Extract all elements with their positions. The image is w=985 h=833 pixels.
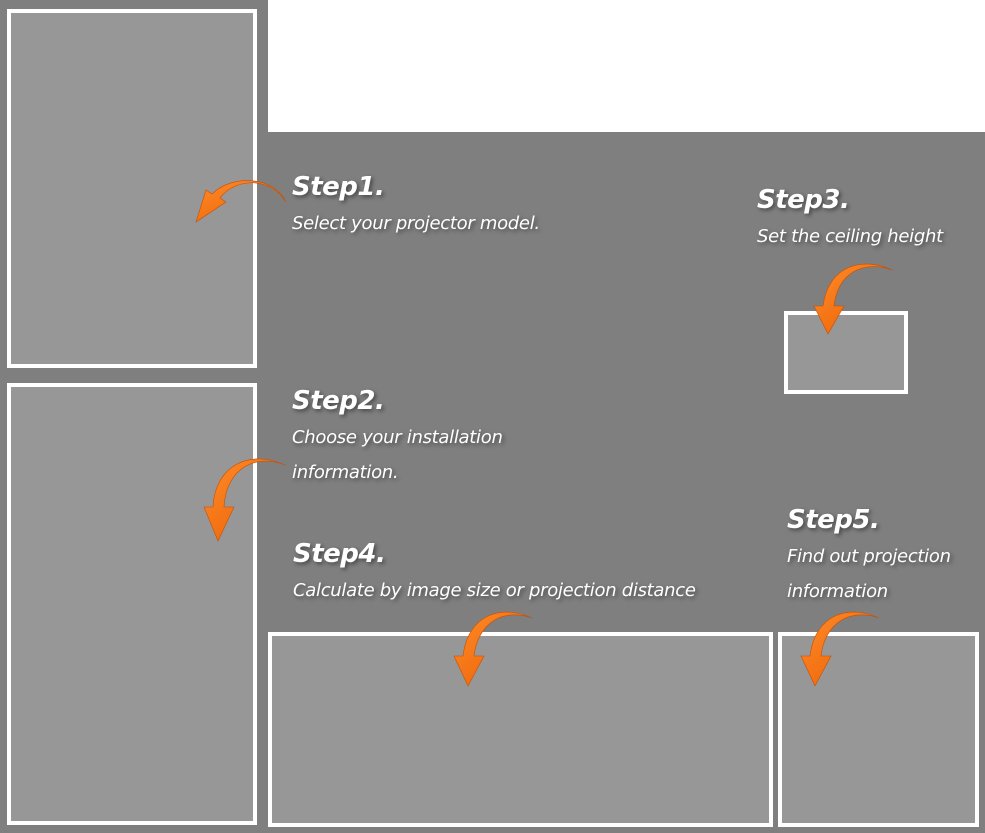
step-5-callout: Step5. Find out projection information — [787, 505, 951, 609]
step-5-description: Find out projection information — [787, 539, 951, 609]
step-4-callout: Step4. Calculate by image size or projec… — [293, 539, 696, 608]
step-2-desc-line: information. — [292, 462, 399, 483]
step-3-arrow-icon — [813, 263, 893, 335]
step-5-title: Step5. — [787, 505, 880, 535]
step-5-arrow-icon — [800, 611, 880, 687]
step-1-arrow-icon — [195, 180, 287, 223]
step-2-arrow-icon — [203, 458, 286, 542]
step-1-callout: Step1. Select your projector model. — [292, 172, 540, 241]
step-5-desc-line: information — [787, 581, 888, 602]
highlight-area-top — [268, 0, 985, 132]
step-3-desc-line: Set the ceiling height — [757, 226, 943, 247]
step-3-title: Step3. — [757, 185, 850, 215]
step-3-callout: Step3. Set the ceiling height — [757, 185, 943, 254]
step-1-desc-line: Select your projector model. — [292, 213, 540, 234]
step-4-desc-line: Calculate by image size or projection di… — [293, 580, 696, 601]
step-2-title: Step2. — [292, 386, 385, 416]
step-4-description: Calculate by image size or projection di… — [293, 573, 696, 608]
step-4-arrow-icon — [453, 611, 533, 687]
step-5-desc-line: Find out projection — [787, 546, 951, 567]
ceiling-height-panel[interactable] — [784, 311, 908, 394]
installation-info-panel[interactable] — [7, 383, 257, 825]
projector-model-panel[interactable] — [7, 9, 257, 368]
step-1-title: Step1. — [292, 172, 385, 202]
step-3-description: Set the ceiling height — [757, 219, 943, 254]
step-4-title: Step4. — [293, 539, 386, 569]
step-2-desc-line: Choose your installation — [292, 427, 503, 448]
step-2-callout: Step2. Choose your installation informat… — [292, 386, 503, 490]
calculation-panel[interactable] — [268, 632, 773, 827]
step-2-description: Choose your installation information. — [292, 420, 503, 490]
step-1-description: Select your projector model. — [292, 206, 540, 241]
